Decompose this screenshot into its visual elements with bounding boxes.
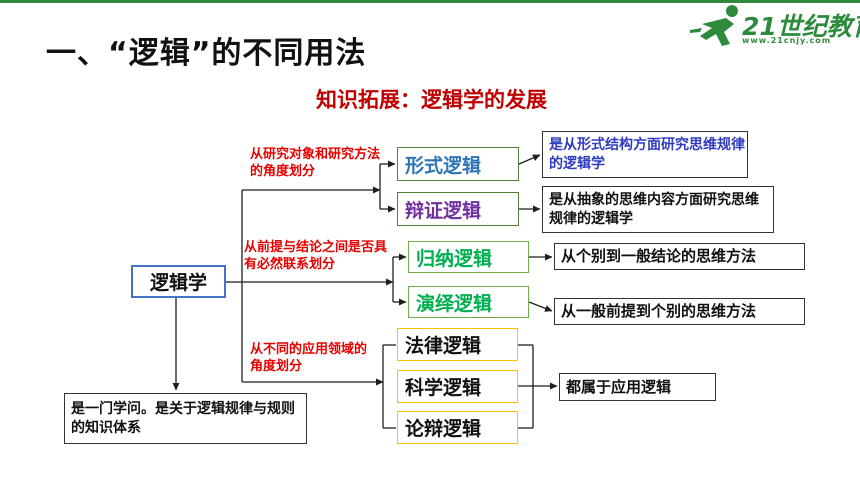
node-scientific-logic: 科学逻辑 [397,370,518,403]
logo-url: www.21cnjy.com [742,36,832,45]
root-definition-text: 是一门学问。是关于逻辑规律与规则的知识体系 [71,400,295,436]
desc-formal-logic-text: 是从形式结构方面研究思维规律的逻辑学 [549,136,745,172]
node-legal-logic: 法律逻辑 [397,328,518,361]
node-inductive-logic-label: 归纳逻辑 [416,247,493,270]
criterion-1: 从研究对象和研究方法的角度划分 [250,147,381,179]
desc-inductive-logic: 从个别到一般结论的思维方法 [554,243,805,270]
node-debate-logic-label: 论辩逻辑 [405,418,482,440]
desc-inductive-logic-text: 从个别到一般结论的思维方法 [561,247,757,265]
node-debate-logic: 论辩逻辑 [397,411,518,444]
desc-dialectical-logic: 是从抽象的思维内容方面研究思维规律的逻辑学 [542,186,774,233]
page-subtitle: 知识拓展：逻辑学的发展 [316,88,547,112]
node-inductive-logic: 归纳逻辑 [408,241,529,273]
page-title: 一、“逻辑”的不同用法 [46,36,367,71]
node-deductive-logic: 演绎逻辑 [408,286,529,318]
node-dialectical-logic-label: 辩证逻辑 [405,199,482,222]
node-deductive-logic-label: 演绎逻辑 [416,292,493,315]
criterion-2: 从前提与结论之间是否具有必然联系划分 [244,240,388,272]
logo-text: 21世纪教育 [742,12,860,41]
desc-formal-logic: 是从形式结构方面研究思维规律的逻辑学 [542,131,748,178]
root-node: 逻辑学 [131,265,226,298]
top-banner [0,0,860,3]
desc-deductive-logic-text: 从一般前提到个别的思维方法 [561,302,757,320]
node-dialectical-logic: 辩证逻辑 [397,192,519,226]
running-figure-icon [690,5,738,46]
node-formal-logic-label: 形式逻辑 [405,154,482,177]
brand-logo [688,2,860,52]
root-label: 逻辑学 [149,272,207,294]
desc-deductive-logic: 从一般前提到个别的思维方法 [554,298,805,325]
desc-applied-logic: 都属于应用逻辑 [559,373,716,401]
desc-dialectical-logic-text: 是从抽象的思维内容方面研究思维规律的逻辑学 [549,191,759,227]
desc-applied-logic-text: 都属于应用逻辑 [566,377,672,396]
node-scientific-logic-label: 科学逻辑 [405,377,482,399]
node-formal-logic: 形式逻辑 [397,147,519,181]
criterion-3: 从不同的应用领域的角度划分 [250,342,368,374]
node-legal-logic-label: 法律逻辑 [405,335,482,357]
root-definition: 是一门学问。是关于逻辑规律与规则的知识体系 [64,393,307,444]
